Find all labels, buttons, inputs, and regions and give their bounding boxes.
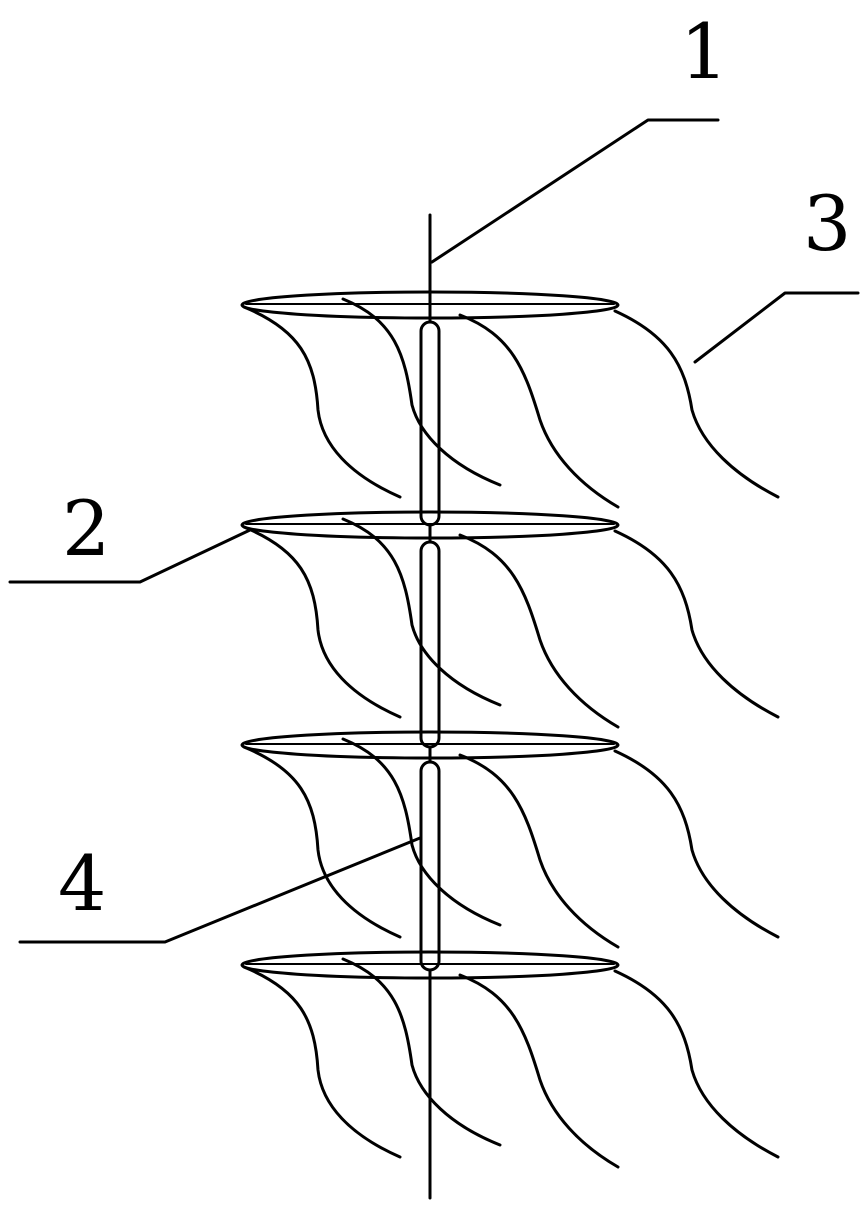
leader-line-1	[430, 118, 720, 264]
tube-segment-3	[419, 760, 441, 972]
helix-layer-3	[240, 730, 780, 949]
label-2: 2	[62, 484, 110, 573]
tube-segment-2	[419, 540, 441, 749]
tube-segment-1	[419, 320, 441, 527]
leader-line-2	[8, 528, 252, 584]
label-1: 1	[680, 7, 728, 96]
helix-layer-2	[240, 510, 780, 729]
label-3: 3	[803, 179, 851, 268]
helix-layer-4	[240, 950, 780, 1169]
leader-line-3	[693, 291, 860, 364]
label-4: 4	[58, 839, 106, 928]
helix-layer-1	[240, 290, 780, 509]
leader-line-4	[18, 836, 422, 944]
